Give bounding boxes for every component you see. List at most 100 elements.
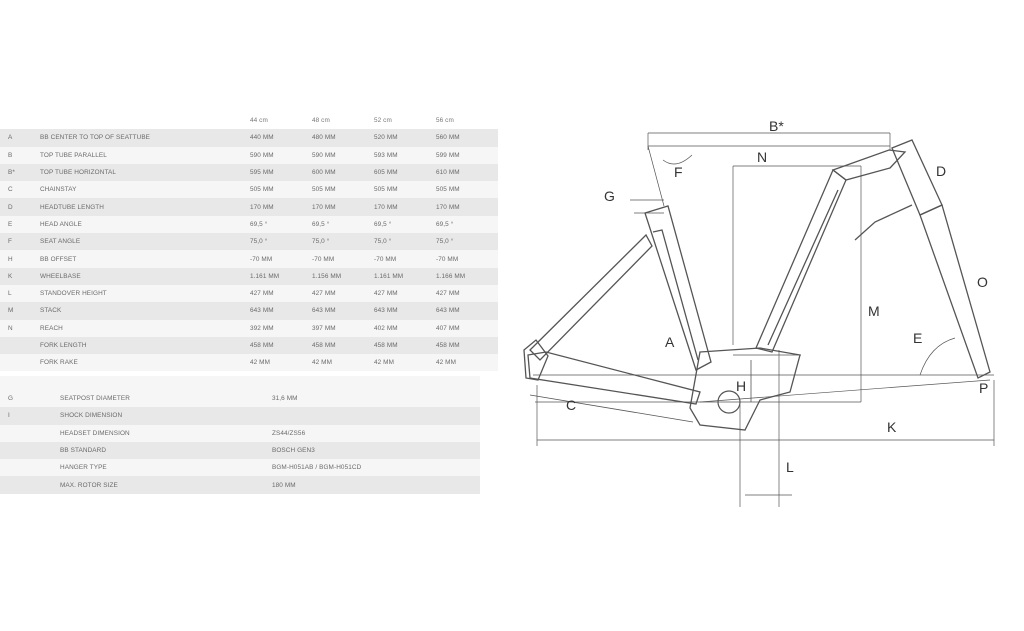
spec-value: BGM-H051AB / BGM-H051CD [272,459,480,477]
row-value: 75,0 ° [312,233,374,251]
header-size-52: 52 cm [374,112,436,130]
row-code [0,354,40,372]
label-l: L [786,459,794,475]
row-value: 69,5 ° [250,215,312,234]
row-value: 480 MM [312,129,374,147]
label-n: N [757,149,767,165]
row-code: B [0,146,40,164]
row-value: 397 MM [312,319,374,337]
row-value: 1.166 MM [436,267,498,285]
row-code: M [0,302,40,320]
label-g: G [604,188,615,204]
seat-stay [529,233,653,361]
row-code: D [0,198,40,216]
row-value: 590 MM [250,146,312,164]
header-size-56: 56 cm [436,112,498,130]
row-value: 1.156 MM [312,267,374,285]
row-label: WHEELBASE [40,267,250,285]
row-label: TOP TUBE PARALLEL [40,146,250,164]
row-value: 458 MM [312,336,374,355]
row-label: BB OFFSET [40,250,250,268]
spec-value: ZS44/ZS56 [272,424,480,442]
row-value: 605 MM [374,163,436,182]
row-value: 458 MM [374,336,436,355]
spec-value: 31,6 MM [272,390,480,408]
row-value: 610 MM [436,163,498,182]
header-size-44: 44 cm [250,112,312,130]
row-value: 427 MM [436,284,498,303]
row-value: 427 MM [374,284,436,303]
row-value: 560 MM [436,129,498,147]
row-value: 505 MM [312,181,374,199]
row-value: 505 MM [250,181,312,199]
row-label: STANDOVER HEIGHT [40,284,250,303]
row-code: H [0,250,40,268]
row-value: 170 MM [312,198,374,216]
frame-outline [523,139,991,431]
row-value: -70 MM [250,250,312,268]
row-value: -70 MM [436,250,498,268]
label-o: O [977,274,988,290]
spec-code [0,459,60,477]
row-value: 643 MM [312,302,374,320]
row-value: 69,5 ° [436,215,498,234]
down-tube-inner [767,189,839,346]
row-value: 440 MM [250,129,312,147]
spec-value: BOSCH GEN3 [272,441,480,460]
dimension-lines [529,132,995,507]
row-value: 75,0 ° [250,233,312,251]
spec-label: SHOCK DIMENSION [60,407,272,425]
row-code: K [0,267,40,285]
spec-label: MAX. ROTOR SIZE [60,476,272,494]
row-label: CHAINSTAY [40,181,250,199]
row-value: 595 MM [250,163,312,182]
label-f: F [674,164,683,180]
row-label: REACH [40,319,250,337]
row-code: E [0,215,40,234]
row-label: SEAT ANGLE [40,233,250,251]
row-value: 505 MM [374,181,436,199]
row-label: FORK LENGTH [40,336,250,355]
row-value: 69,5 ° [312,215,374,234]
spec-label: HEADSET DIMENSION [60,424,272,442]
label-c: C [566,397,576,413]
seat-tube-inner [652,229,699,361]
row-value: 170 MM [436,198,498,216]
spec-label: SEATPOST DIAMETER [60,390,272,408]
rear-dropout [523,339,549,381]
row-value: 392 MM [250,319,312,337]
motor-housing [689,347,801,431]
row-value: 170 MM [374,198,436,216]
angle-e-arc [919,337,956,376]
row-label: HEADTUBE LENGTH [40,198,250,216]
table-spacer [0,376,480,390]
row-value: 42 MM [374,354,436,372]
row-value: 458 MM [436,336,498,355]
row-value: 75,0 ° [374,233,436,251]
row-value: 75,0 ° [436,233,498,251]
row-value: 600 MM [312,163,374,182]
row-value: 643 MM [436,302,498,320]
spec-value [272,407,480,425]
down-tube [755,168,847,353]
row-value: -70 MM [312,250,374,268]
row-value: 407 MM [436,319,498,337]
row-value: 427 MM [312,284,374,303]
seat-tube [644,205,712,371]
